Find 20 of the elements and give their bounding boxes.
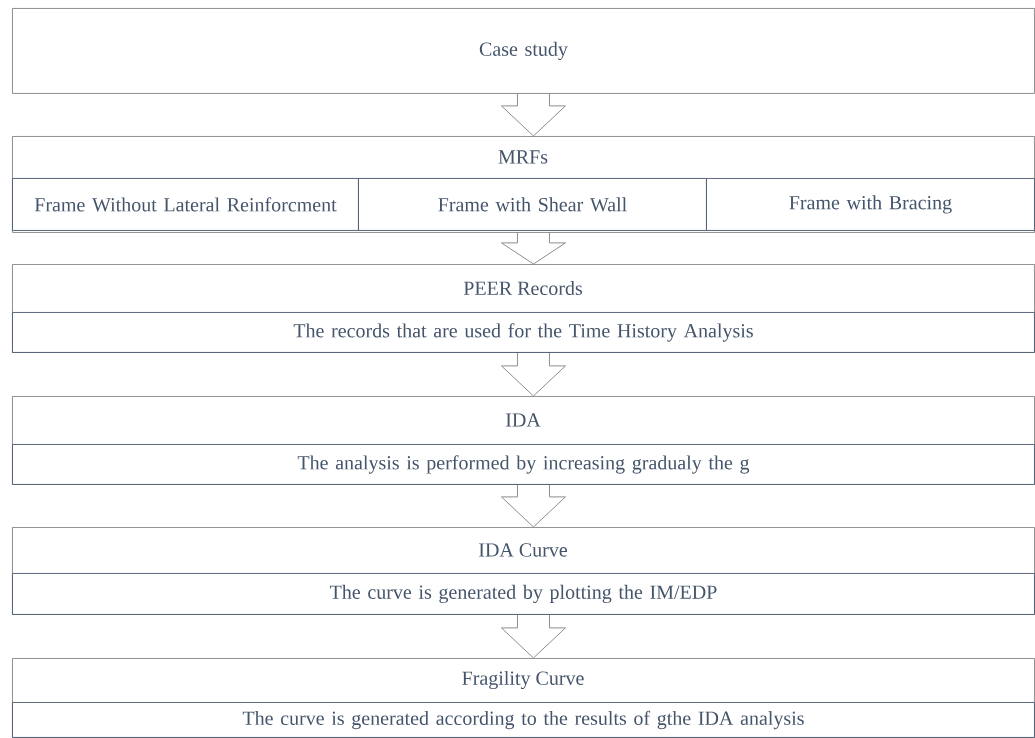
block-arrow: [501, 352, 566, 397]
block-arrow: [501, 93, 566, 137]
sub-box: Frame with Shear Wall: [358, 178, 707, 231]
heading-text: IDA: [505, 413, 541, 427]
process-box: Case study: [12, 8, 1035, 94]
sub-box: The curve is generated according to the results of gthe IDA analysis: [12, 702, 1035, 738]
sub-box: Frame Without Lateral Reinforcment: [12, 178, 359, 231]
heading-text: Fragility Curve: [462, 670, 584, 690]
heading-text: IDA Curve: [479, 543, 567, 557]
node-label: Frame with Bracing: [789, 195, 952, 214]
heading-text: MRFs: [498, 150, 548, 164]
block-arrow: [501, 614, 566, 659]
node-label: The analysis is performed by increasing gradualy the g: [297, 455, 750, 474]
sub-box: The analysis is performed by increasing gradualy the g: [12, 444, 1035, 485]
sub-box: Frame with Bracing: [706, 178, 1035, 231]
sub-box: The curve is generated by plotting the IM/EDP: [12, 573, 1035, 615]
block-arrow: [501, 484, 566, 528]
block-arrow: [501, 232, 566, 265]
sub-box: The records that are used for the Time History Analysis: [12, 312, 1035, 353]
heading-text: PEER Records: [463, 280, 582, 295]
